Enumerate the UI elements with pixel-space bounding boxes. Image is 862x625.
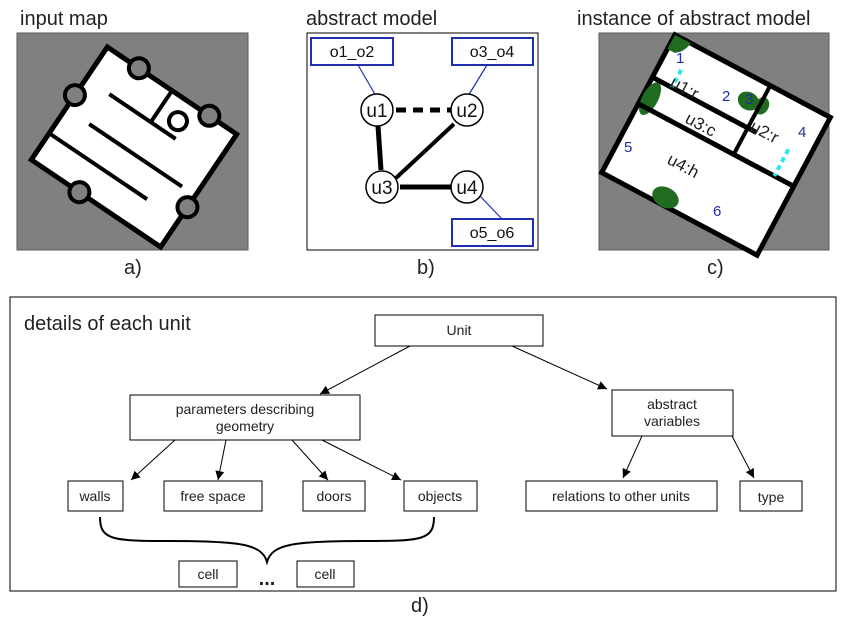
panel-c-caption: c) bbox=[707, 257, 724, 279]
panel-d-title: details of each unit bbox=[24, 313, 191, 335]
cell-ellipsis: ... bbox=[259, 568, 276, 590]
cell-box-2-label: cell bbox=[314, 566, 335, 582]
doors-box-label: doors bbox=[316, 488, 351, 504]
panel-a: input map a) bbox=[16, 8, 249, 279]
panel-d-caption: d) bbox=[411, 595, 429, 617]
cell-box-1-label: cell bbox=[197, 566, 218, 582]
panel-b-caption: b) bbox=[417, 257, 435, 279]
object-label-o1o2: o1_o2 bbox=[330, 44, 375, 61]
instance-floorplan bbox=[598, 31, 834, 259]
node-label-u4: u4 bbox=[456, 178, 478, 199]
object-label-o3o4: o3_o4 bbox=[470, 44, 515, 61]
relations-box-label: relations to other units bbox=[552, 488, 690, 504]
arrow-params-freespace bbox=[215, 439, 227, 481]
abstract-box bbox=[611, 389, 734, 437]
abstract-box-label-line1: abstract bbox=[647, 396, 697, 412]
relations-box bbox=[525, 480, 718, 512]
panel-a-caption: a) bbox=[124, 257, 142, 279]
abstract-box-label-line2: variables bbox=[644, 413, 700, 429]
node-label-u2: u2 bbox=[456, 101, 477, 122]
panel-b-title: abstract model bbox=[306, 8, 437, 30]
edge-u1-u3 bbox=[375, 125, 384, 171]
node-label-u3: u3 bbox=[371, 178, 392, 199]
object-link-o3o4 bbox=[467, 64, 488, 97]
object-number-1: 1 bbox=[676, 50, 684, 67]
unit-box-label: Unit bbox=[447, 322, 472, 338]
panel-b: abstract model o1_o2 o3_o4 o5_o6 u1 u2 u… bbox=[306, 8, 539, 279]
arrow-abstract-type bbox=[731, 435, 755, 479]
unit-box bbox=[374, 314, 544, 347]
node-label-u1: u1 bbox=[366, 101, 387, 122]
grouping-brace bbox=[99, 516, 435, 566]
object-region-6 bbox=[652, 186, 679, 209]
edge-u3-u2 bbox=[394, 122, 456, 180]
object-box-o5o6 bbox=[451, 218, 534, 247]
object-number-2: 2 bbox=[722, 88, 730, 105]
panel-c-title: instance of abstract model bbox=[577, 8, 810, 30]
arrow-params-objects bbox=[321, 439, 402, 481]
panel-a-title: input map bbox=[20, 8, 108, 30]
type-box bbox=[739, 480, 803, 512]
input-map-floorplan bbox=[27, 43, 241, 251]
node-u2 bbox=[450, 93, 484, 127]
objects-box-label: objects bbox=[418, 488, 462, 504]
params-box-label-line1: parameters describing bbox=[176, 401, 315, 417]
walls-box-label: walls bbox=[78, 488, 110, 504]
params-box bbox=[129, 394, 361, 441]
object-number-4: 4 bbox=[798, 124, 806, 141]
panel-c: instance of abstract model u1:r u3:c u2:… bbox=[577, 8, 834, 279]
arrow-unit-abstract bbox=[511, 345, 608, 390]
arrow-params-doors bbox=[291, 439, 329, 481]
abstract-model-frame bbox=[306, 32, 539, 251]
object-region-2 bbox=[737, 91, 760, 111]
object-number-6: 6 bbox=[713, 203, 721, 220]
panel-d: details of each unit Unit parameters des… bbox=[9, 296, 837, 617]
cell-box-1 bbox=[178, 560, 238, 588]
node-u3 bbox=[365, 170, 399, 204]
door-marker-2 bbox=[772, 148, 791, 177]
doors-box bbox=[302, 480, 366, 512]
object-label-o5o6: o5_o6 bbox=[470, 225, 515, 242]
node-u4 bbox=[450, 170, 484, 204]
objects-box bbox=[403, 480, 478, 512]
node-u1 bbox=[360, 93, 394, 127]
walls-box bbox=[67, 480, 124, 512]
object-box-o1o2 bbox=[310, 37, 394, 66]
object-number-3: 3 bbox=[745, 91, 753, 108]
object-number-5: 5 bbox=[624, 139, 632, 156]
free-space-box bbox=[163, 480, 263, 512]
object-link-o5o6 bbox=[479, 195, 503, 220]
params-box-label-line2: geometry bbox=[216, 418, 274, 434]
door-marker-1 bbox=[670, 68, 683, 89]
object-box-o3o4 bbox=[451, 37, 534, 66]
cell-box-2 bbox=[296, 560, 355, 588]
object-region-1 bbox=[667, 34, 691, 53]
object-link-o1o2 bbox=[357, 64, 377, 97]
free-space-box-label: free space bbox=[180, 488, 246, 504]
type-box-label: type bbox=[758, 489, 785, 505]
arrow-unit-params bbox=[319, 345, 411, 395]
arrow-params-walls bbox=[130, 439, 176, 481]
arrow-abstract-relations bbox=[622, 435, 643, 479]
